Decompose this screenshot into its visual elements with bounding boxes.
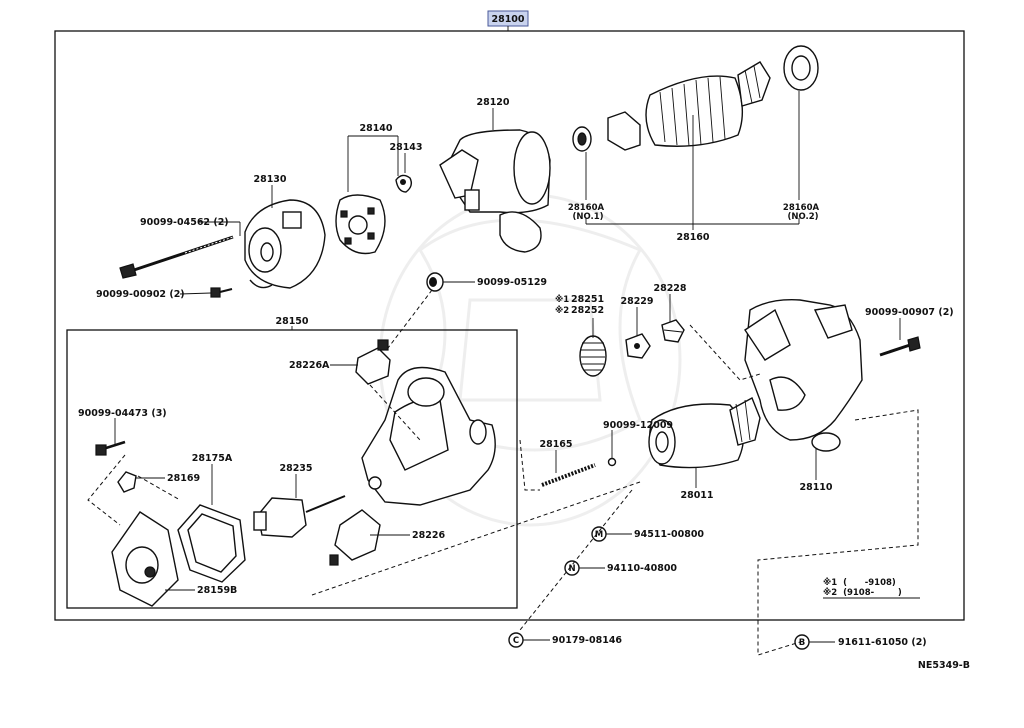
part-28251-28252-gear[interactable] (579, 335, 607, 377)
svg-text:C: C (513, 636, 519, 646)
label-94511-00800[interactable]: 94511-00800 (634, 529, 704, 540)
title-ref-badge[interactable]: 28100 (487, 10, 529, 27)
label-28160A-no1[interactable]: 28160A (568, 203, 605, 213)
part-solenoid-housing[interactable] (361, 366, 496, 506)
label-28120[interactable]: 28120 (476, 97, 509, 108)
part-90099-12009-ball[interactable] (607, 457, 617, 467)
label-28140[interactable]: 28140 (359, 123, 392, 134)
part-28169[interactable] (117, 471, 137, 493)
label-28235[interactable]: 28235 (279, 463, 312, 474)
label-90099-04473[interactable]: 90099-04473 (3) (78, 408, 167, 419)
part-28175A-gasket[interactable] (177, 504, 246, 583)
legend-row-2: ※2 (9108- ) (823, 587, 902, 598)
label-94110-40800[interactable]: 94110-40800 (607, 563, 677, 574)
part-28130-end-frame[interactable] (244, 199, 326, 289)
label-28226A[interactable]: 28226A (289, 360, 330, 371)
part-28165-spring[interactable] (541, 463, 596, 487)
mark-1: ※1 (555, 294, 569, 305)
part-28228[interactable] (661, 319, 685, 343)
label-91611-61050[interactable]: 91611-61050 (2) (838, 637, 927, 648)
label-90099-12009[interactable]: 90099-12009 (603, 420, 673, 431)
svg-text:N: N (568, 564, 575, 574)
legend: ※1 ( -9108) ※2 (9108- ) (823, 577, 920, 599)
label-28229[interactable]: 28229 (620, 296, 653, 307)
callout-C-bottom[interactable]: C (508, 632, 524, 648)
svg-text:B: B (799, 638, 805, 648)
label-90099-05129[interactable]: 90099-05129 (477, 277, 547, 288)
label-28143[interactable]: 28143 (389, 142, 422, 153)
part-90099-05129-washer[interactable] (426, 272, 444, 292)
label-90099-04562[interactable]: 90099-04562 (2) (140, 217, 229, 228)
label-28150[interactable]: 28150 (275, 316, 308, 327)
label-28228[interactable]: 28228 (653, 283, 686, 294)
label-90099-00902[interactable]: 90099-00902 (2) (96, 289, 185, 300)
label-28011[interactable]: 28011 (680, 490, 713, 501)
legend-row-1: ※1 ( -9108) (823, 577, 896, 588)
svg-text:M: M (595, 530, 603, 540)
label-28252[interactable]: 28252 (571, 305, 604, 316)
label-28160A-no1-sub: (NO.1) (572, 212, 603, 222)
part-28011-clutch[interactable] (648, 397, 761, 469)
label-28169[interactable]: 28169 (167, 473, 200, 484)
part-28160-armature[interactable] (607, 61, 771, 151)
part-28226-terminal[interactable] (329, 509, 381, 566)
label-28175A[interactable]: 28175A (192, 453, 233, 464)
part-labels: 28120 28140 28143 28130 90099-04562 (2) … (78, 97, 954, 648)
title-ref-text: 28100 (491, 14, 524, 25)
part-90099-00907-bolt[interactable] (879, 336, 921, 357)
part-90099-00902-screw[interactable] (210, 287, 233, 298)
callout-B[interactable]: B (794, 634, 810, 650)
label-28160A-no2-sub: (NO.2) (787, 212, 818, 222)
callout-N[interactable]: N (564, 560, 580, 576)
callout-M[interactable]: M (591, 526, 607, 542)
label-28160A-no2[interactable]: 28160A (783, 203, 820, 213)
part-28110-drive-housing[interactable] (744, 299, 863, 452)
part-28160A-no2-bearing[interactable] (783, 45, 819, 91)
label-28165[interactable]: 28165 (539, 439, 572, 450)
leader-lines (114, 91, 901, 643)
label-90179-08146[interactable]: 90179-08146 (552, 635, 622, 646)
label-28251[interactable]: 28251 (571, 294, 604, 305)
part-28235-plunger[interactable] (253, 495, 346, 538)
label-28110[interactable]: 28110 (799, 482, 832, 493)
part-28229[interactable] (625, 333, 651, 359)
part-28159B-cover[interactable] (111, 511, 179, 607)
label-28159B[interactable]: 28159B (197, 585, 237, 596)
outer-frame (54, 30, 965, 621)
label-90099-00907[interactable]: 90099-00907 (2) (865, 307, 954, 318)
diagram-code: NE5349-B (918, 660, 970, 671)
part-28160A-no1-bearing[interactable] (572, 126, 592, 152)
part-28226A-terminal[interactable] (355, 339, 391, 385)
assembly-dashed-lines (87, 289, 919, 656)
label-28160[interactable]: 28160 (676, 232, 709, 243)
label-28130[interactable]: 28130 (253, 174, 286, 185)
label-28226[interactable]: 28226 (412, 530, 445, 541)
mark-2: ※2 (555, 305, 569, 316)
part-90099-04562-through-bolt[interactable] (119, 235, 234, 279)
part-28120-yoke[interactable] (439, 129, 551, 253)
part-28140-brush-holder[interactable] (335, 194, 386, 255)
part-28143-spring[interactable] (395, 174, 413, 193)
part-90099-04473-screw[interactable] (95, 440, 126, 456)
